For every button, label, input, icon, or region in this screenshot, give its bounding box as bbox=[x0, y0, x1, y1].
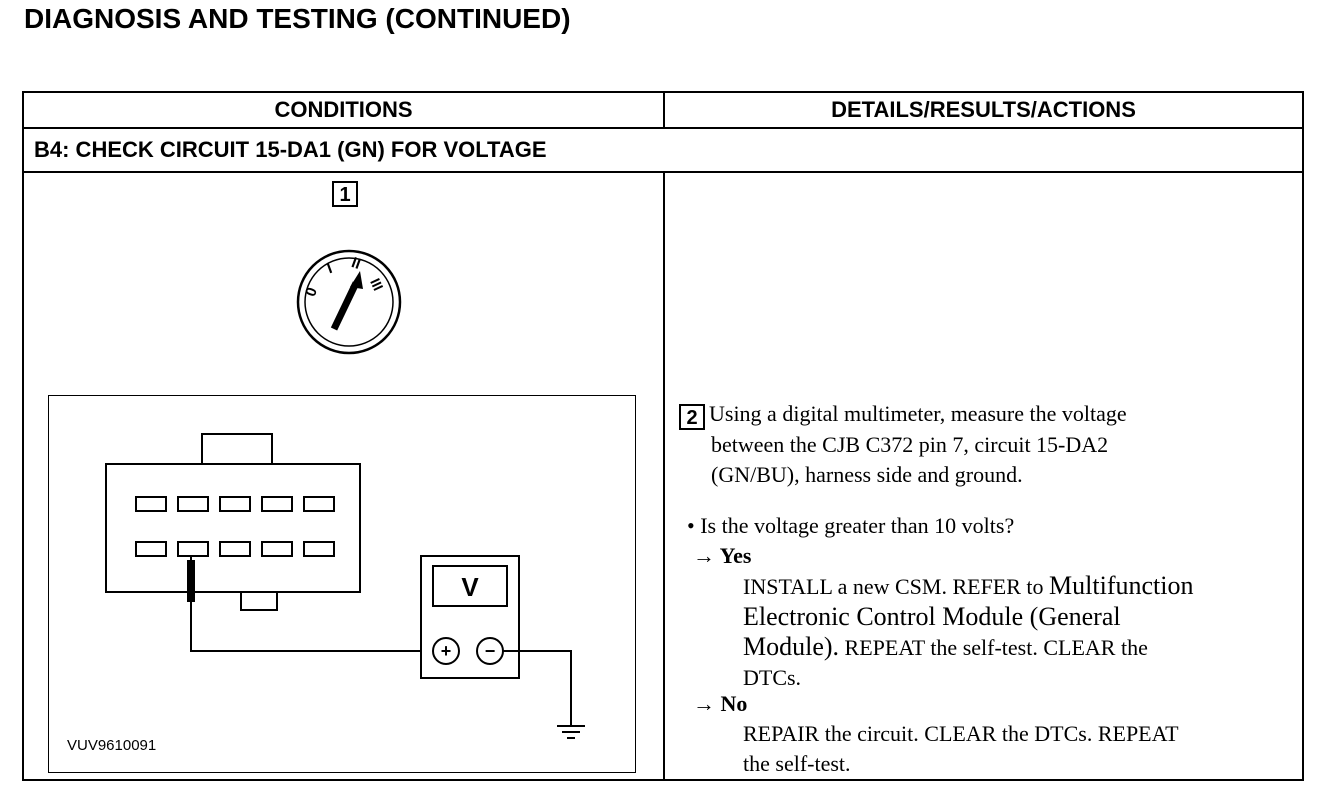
instruction-line-3: (GN/BU), harness side and ground. bbox=[711, 462, 1023, 487]
connector-tab bbox=[201, 433, 273, 467]
details-header: DETAILS/RESULTS/ACTIONS bbox=[831, 97, 1136, 122]
yes-line-3: DTCs. bbox=[743, 665, 802, 690]
diagram-code: VUV9610091 bbox=[67, 737, 157, 754]
conditions-header: CONDITIONS bbox=[24, 93, 665, 127]
ignition-pos-1: I bbox=[325, 260, 335, 277]
ignition-inner-ring bbox=[304, 257, 394, 347]
wiring-diagram-drawing: V + − bbox=[105, 433, 585, 739]
ignition-outer-ring bbox=[296, 249, 402, 355]
step-title: B4: CHECK CIRCUIT 15-DA1 (GN) FOR VOLTAG… bbox=[24, 129, 1302, 173]
no-line-1: REPAIR the circuit. CLEAR the DTCs. REPE… bbox=[743, 721, 1179, 746]
probe-tip bbox=[187, 560, 195, 602]
no-action: REPAIR the circuit. CLEAR the DTCs. REPE… bbox=[743, 719, 1303, 779]
instruction-line-1: Using a digital multimeter, measure the … bbox=[709, 401, 1127, 426]
yes-action: INSTALL a new CSM. REFER to Multifunctio… bbox=[743, 571, 1303, 693]
table-header-row: CONDITIONS DETAILS/RESULTS/ACTIONS bbox=[24, 93, 1302, 129]
plus-terminal-icon bbox=[432, 637, 460, 665]
yes-line-2: REPEAT the self-test. CLEAR the bbox=[839, 635, 1148, 660]
connector-pins-bottom bbox=[135, 541, 335, 557]
multimeter-label: V bbox=[461, 572, 479, 602]
ignition-pos-2: II bbox=[349, 254, 363, 273]
multimeter-display bbox=[432, 565, 508, 607]
connector-body bbox=[105, 463, 361, 593]
step-1-badge: 1 bbox=[332, 181, 358, 207]
yes-line-1: INSTALL a new CSM. REFER to bbox=[743, 574, 1050, 599]
plus-terminal-label: + bbox=[441, 641, 452, 661]
connector-pins-top bbox=[135, 496, 335, 512]
yes-link-part-3: Module). bbox=[743, 632, 840, 661]
yes-link-part-2: Electronic Control Module (General bbox=[743, 602, 1121, 631]
minus-terminal-label: − bbox=[485, 641, 496, 661]
step-2-badge: 2 bbox=[679, 404, 705, 430]
ground-symbol-icon bbox=[557, 725, 585, 739]
probe-wire-ground bbox=[503, 650, 572, 726]
diagnostic-table: CONDITIONS DETAILS/RESULTS/ACTIONS B4: C… bbox=[22, 91, 1304, 781]
no-label: → No bbox=[693, 691, 748, 716]
ignition-switch-icon: 0 I II III bbox=[296, 249, 402, 355]
ignition-pos-3: III bbox=[367, 276, 386, 293]
voltage-question: • Is the voltage greater than 10 volts? bbox=[687, 513, 1015, 538]
page-title: DIAGNOSIS AND TESTING (CONTINUED) bbox=[24, 3, 571, 34]
conditions-cell: 1 0 I II III bbox=[24, 173, 665, 779]
ignition-pointer bbox=[330, 281, 360, 331]
ignition-pointer-head bbox=[350, 271, 363, 289]
yes-label: → Yes bbox=[693, 543, 752, 568]
yes-link-part-1: Multifunction bbox=[1049, 571, 1194, 600]
wiring-diagram: V + − VUV9610091 bbox=[48, 395, 636, 773]
probe-wire-positive bbox=[190, 602, 433, 652]
connector-bottom-tab bbox=[240, 591, 278, 611]
instruction-line-2: between the CJB C372 pin 7, circuit 15-D… bbox=[711, 432, 1109, 457]
no-line-2: the self-test. bbox=[743, 751, 851, 776]
